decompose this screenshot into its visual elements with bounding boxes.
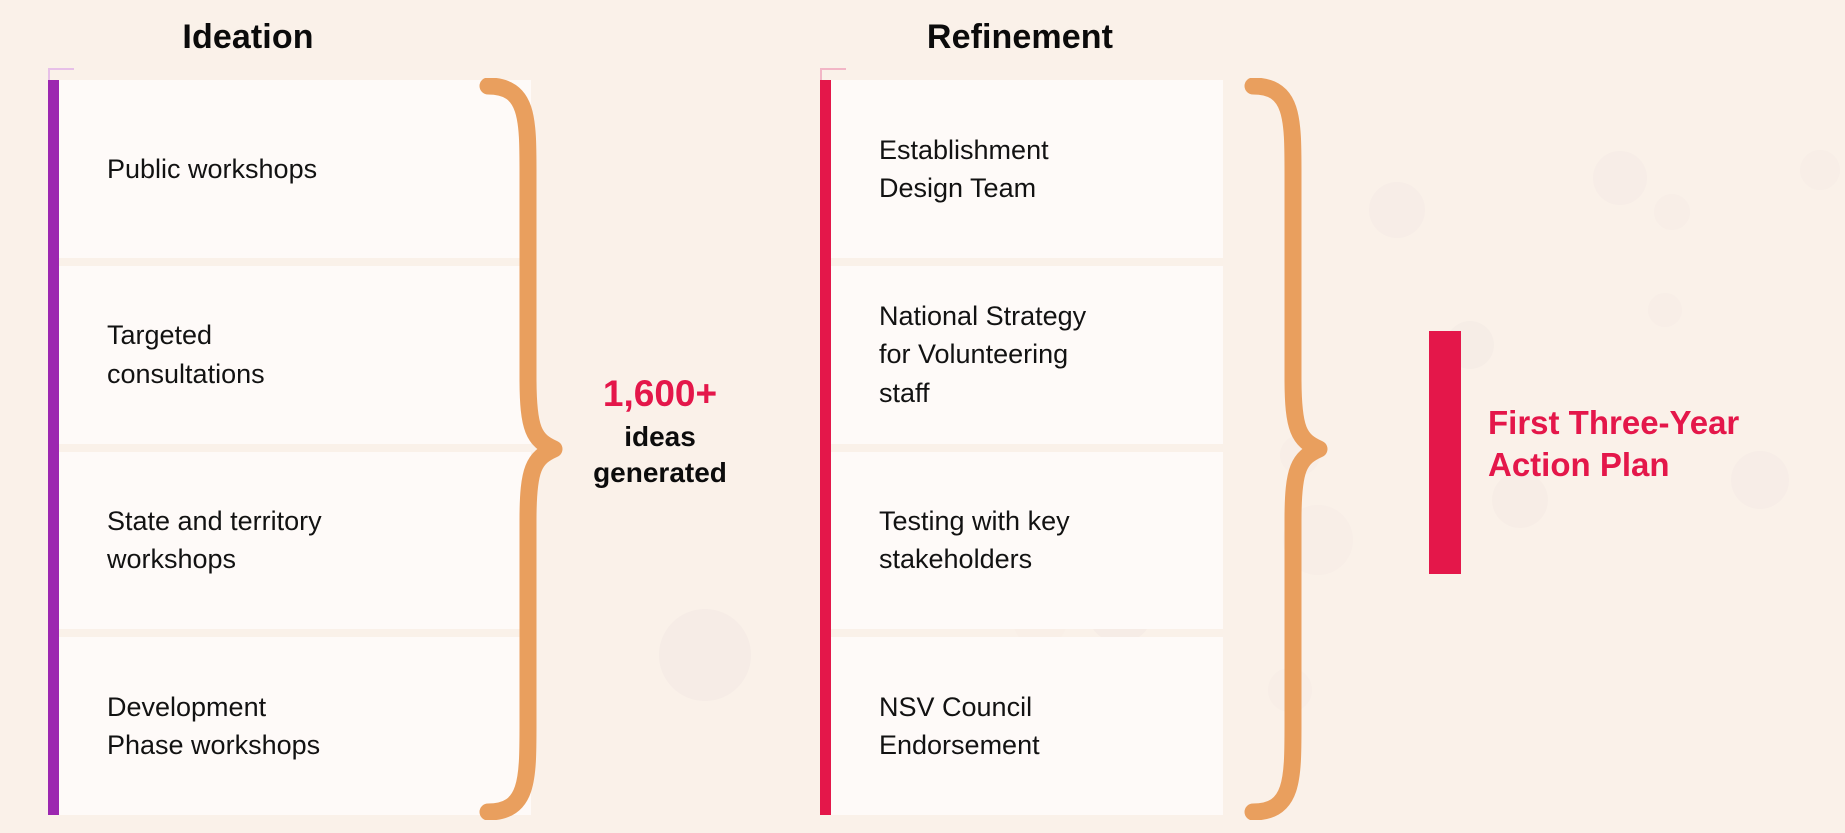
stage-card-label: Public workshops (107, 153, 318, 184)
decorative-circle (1800, 150, 1840, 190)
ideation-accent-corner (48, 68, 74, 82)
decorative-circle (659, 609, 751, 701)
curly-brace-icon-right (1243, 78, 1329, 820)
curly-brace-icon-left (478, 78, 564, 820)
stage-title-refinement: Refinement (926, 18, 1114, 56)
refinement-accent-bar (820, 80, 831, 815)
decorative-circle (1369, 182, 1425, 238)
stage-title-ideation: Ideation (182, 18, 314, 56)
decorative-circle (1593, 151, 1647, 205)
outcome-accent-bar (1429, 331, 1461, 574)
ideation-accent-bar (48, 80, 59, 815)
refinement-accent-corner (820, 68, 846, 82)
stage-card: Public workshops (59, 80, 531, 258)
decorative-circle (1648, 293, 1682, 327)
decorative-circle (1654, 194, 1690, 230)
ideas-count: 1,600+ (602, 373, 718, 414)
